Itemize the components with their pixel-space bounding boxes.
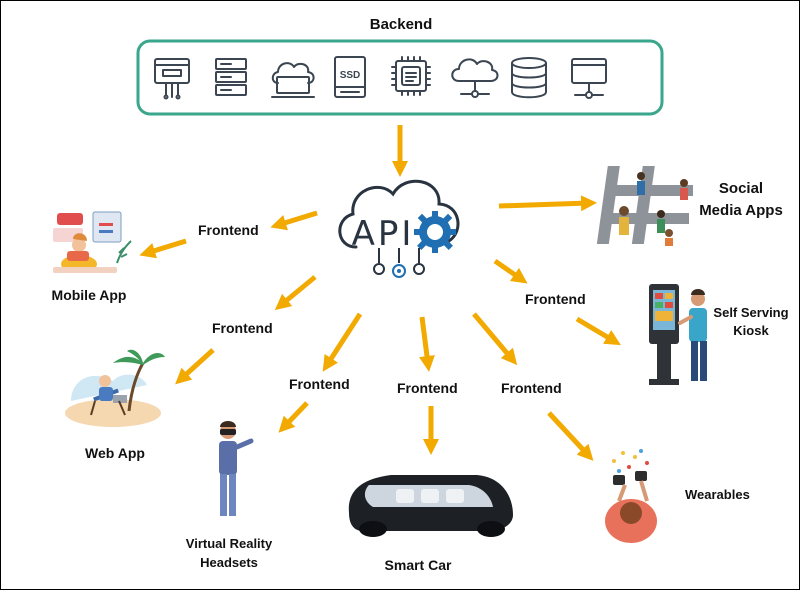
- server-board-icon: [154, 58, 190, 100]
- arrow-api-to-social: [498, 195, 597, 212]
- arrow-frontend-to-mobile: [139, 238, 187, 259]
- arrow-frontend-to-vr: [278, 401, 309, 433]
- frontend-label-wearables: Frontend: [501, 380, 562, 396]
- arrow-api-to-frontend-vr: [322, 312, 363, 372]
- arrow-frontend-to-wearables: [547, 411, 594, 461]
- web-app-illustration: [65, 349, 165, 427]
- client-label-mobile: Mobile App: [51, 287, 127, 303]
- frontend-label-vr: Frontend: [289, 376, 350, 392]
- frontend-label-mobile: Frontend: [198, 222, 259, 238]
- arrow-api-to-frontend-car: [419, 316, 435, 372]
- client-label-vr: Virtual Reality Headsets: [185, 536, 273, 570]
- frontend-label-web: Frontend: [212, 320, 273, 336]
- client-label-wearables: Wearables: [685, 487, 750, 502]
- client-label-kiosk: Self Serving Kiosk: [713, 305, 789, 338]
- client-label-web: Web App: [85, 445, 145, 461]
- kiosk-illustration: [649, 284, 707, 385]
- ssd-icon: [334, 56, 366, 98]
- cloud-laptop-icon: [271, 62, 315, 98]
- client-label-social: Social Media Apps: [699, 180, 783, 219]
- api-cloud-icon: [338, 179, 460, 278]
- chip-icon: [391, 56, 431, 96]
- arrow-frontend-to-kiosk: [575, 316, 621, 346]
- arrow-frontend-to-web: [175, 348, 215, 385]
- mobile-app-illustration: [53, 211, 132, 273]
- arrow-api-to-frontend-web: [274, 275, 317, 311]
- database-icon: [511, 57, 547, 99]
- wearables-illustration: [605, 449, 657, 543]
- smart-car-illustration: [348, 475, 513, 537]
- backend-title: Backend: [369, 16, 433, 33]
- ssd-icon-text: SSD: [340, 70, 361, 81]
- client-label-car: Smart Car: [384, 557, 452, 573]
- frontend-label-car: Frontend: [397, 380, 458, 396]
- social-media-illustration: [596, 166, 693, 246]
- api-text: API: [352, 214, 415, 254]
- browser-network-icon: [571, 58, 607, 99]
- arrow-api-to-frontend-kiosk: [493, 258, 528, 284]
- backend-box: [136, 39, 664, 116]
- server-rack-icon: [215, 58, 247, 96]
- cloud-network-icon: [451, 58, 499, 98]
- arrow-api-to-frontend-wearables: [472, 312, 518, 366]
- frontend-label-kiosk: Frontend: [525, 291, 586, 307]
- vr-illustration: [219, 421, 254, 516]
- arrow-api-to-frontend-mobile: [270, 210, 318, 231]
